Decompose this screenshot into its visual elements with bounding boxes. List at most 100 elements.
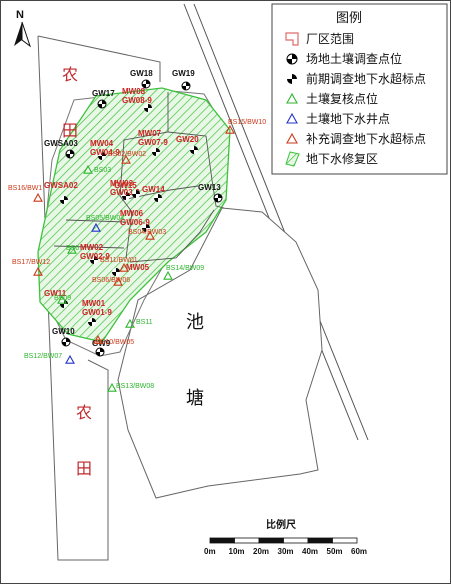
prior-point-mw05 bbox=[112, 268, 120, 276]
well-point-bs12-bw07 bbox=[65, 354, 75, 364]
scale-segment bbox=[209, 537, 235, 544]
supplementary-point-label: BS17/BW12 bbox=[12, 259, 50, 266]
soil-recheck-point-bs03 bbox=[83, 164, 93, 174]
farmland-top-label-1: 农 bbox=[62, 65, 78, 84]
prior-point-label: MW08 bbox=[122, 87, 146, 96]
supplementary-groundwater-exceed-icon bbox=[286, 132, 298, 144]
legend-item: 地下水修复区 bbox=[285, 151, 378, 167]
soil-recheck-point-label: BS0 bbox=[66, 245, 79, 252]
legend-item: 补充调查地下水超标点 bbox=[286, 131, 426, 146]
soil-point-gw18 bbox=[141, 79, 151, 89]
supplementary-point-bs16-bw1 bbox=[33, 192, 43, 202]
legend-item: 场地土壤调查点位 bbox=[286, 51, 402, 66]
soil-survey-point-icon bbox=[286, 53, 298, 65]
legend-item-label: 厂区范围 bbox=[306, 32, 354, 46]
supplementary-point-label: BS06/BW06 bbox=[92, 277, 130, 284]
scale-title: 比例尺 bbox=[266, 518, 296, 531]
scale-tick-label: 10m bbox=[229, 547, 245, 556]
scale-tick-label: 60m bbox=[351, 547, 367, 556]
pond-label-2: 塘 bbox=[186, 388, 204, 409]
prior-point-sublabel: GW08-9 bbox=[122, 96, 152, 105]
prior-point-label: MW07 bbox=[138, 129, 162, 138]
prior-point-label: MW05 bbox=[126, 263, 150, 272]
scale-tick-label: 30m bbox=[278, 547, 294, 556]
groundwater-remediation-area-icon bbox=[285, 151, 300, 167]
legend-item: 土壤地下水井点 bbox=[286, 111, 390, 126]
farmland-bottom-label-1: 农 bbox=[76, 403, 92, 422]
prior-point-mw06 bbox=[142, 224, 150, 232]
farmland-boundary bbox=[37, 35, 161, 82]
scale-tick-label: 50m bbox=[327, 547, 343, 556]
prior-point-sublabel: GW01-9 bbox=[82, 308, 112, 317]
supplementary-point-label: BS10/BW05 bbox=[96, 339, 134, 346]
soil-point-gw17 bbox=[97, 99, 107, 109]
remediation-area bbox=[37, 87, 231, 343]
legend: 图例 厂区范围场地土壤调查点位前期调查地下水超标点土壤复核点位土壤地下水井点补充… bbox=[271, 3, 448, 175]
supplementary-point-label: BS04/BW03 bbox=[128, 229, 166, 236]
prior-point-label: MW04 bbox=[90, 139, 114, 148]
soil-recheck-point-label: BS13/BW08 bbox=[116, 383, 154, 390]
soil-point-label: GW17 bbox=[92, 89, 115, 98]
soil-point-label: GW19 bbox=[172, 69, 195, 78]
supplementary-point-bs06-bw06 bbox=[113, 276, 123, 286]
prior-point-label: MW01 bbox=[82, 299, 106, 308]
supplementary-point-bs15-bw10 bbox=[225, 124, 235, 134]
farmland-top-label-2: 田 bbox=[62, 121, 78, 140]
prior-point-mw04 bbox=[98, 152, 106, 160]
scale-segment bbox=[258, 537, 284, 544]
soil-point-gwsa03 bbox=[65, 149, 75, 159]
prior-point-sublabel: GW02-9 bbox=[80, 252, 110, 261]
farmland-bottom-label-2: 田 bbox=[76, 459, 92, 478]
prior-point-sublabel: GW04-9 bbox=[90, 148, 120, 157]
prior-point-gw11 bbox=[60, 300, 68, 308]
well-point-bs05-bw04 bbox=[91, 222, 101, 232]
pond-label-1: 池 bbox=[186, 312, 204, 333]
prior-point-label: GW11 bbox=[44, 289, 67, 298]
prior-point-mw07 bbox=[152, 148, 160, 156]
supplementary-point-label: BS11/BW01 bbox=[100, 257, 138, 264]
legend-item-label: 补充调查地下水超标点 bbox=[306, 131, 426, 146]
legend-item-label: 土壤复核点位 bbox=[306, 91, 378, 106]
legend-item: 厂区范围 bbox=[285, 32, 354, 46]
well-point-label: BS05/BW04 bbox=[86, 215, 124, 222]
soil-recheck-point-bs13-bw08 bbox=[107, 382, 117, 392]
soil-groundwater-well-icon bbox=[286, 112, 298, 124]
supplementary-point-bs17-bw12 bbox=[33, 266, 43, 276]
supplementary-point-bs10-bw05 bbox=[93, 334, 103, 344]
prior-point-mw02 bbox=[90, 256, 98, 264]
prior-point-label: MW03 bbox=[110, 179, 134, 188]
plant-boundary-icon bbox=[285, 32, 299, 46]
prior-point-label: GW20 bbox=[176, 135, 199, 144]
soil-recheck-point-icon bbox=[286, 92, 298, 104]
soil-point-gw10 bbox=[61, 337, 71, 347]
soil-recheck-point-label: BS11 bbox=[136, 319, 153, 326]
legend-title: 图例 bbox=[336, 11, 362, 26]
legend-item: 土壤复核点位 bbox=[286, 91, 378, 106]
soil-recheck-point-bs14-bw09 bbox=[163, 270, 173, 280]
prior-point-mw01 bbox=[88, 318, 96, 326]
building-lines bbox=[53, 92, 225, 263]
soil-point-gw13 bbox=[213, 193, 223, 203]
legend-item-label: 地下水修复区 bbox=[306, 151, 378, 166]
scale-tick-label: 20m bbox=[253, 547, 269, 556]
prior-point-gw15 bbox=[132, 190, 140, 198]
soil-recheck-point-bs11 bbox=[125, 318, 135, 328]
prior-point-mw03 bbox=[122, 192, 130, 200]
prior-point-sublabel: GW03-9 bbox=[110, 188, 140, 197]
legend-item-label: 前期调查地下水超标点 bbox=[306, 71, 426, 86]
soil-recheck-point-bs09 bbox=[57, 294, 67, 304]
well-point-label: BS12/BW07 bbox=[24, 353, 62, 360]
soil-point-label: GW10 bbox=[52, 327, 75, 336]
north-label: N bbox=[16, 9, 24, 21]
legend-item-label: 土壤地下水井点 bbox=[306, 111, 390, 126]
prior-point-gw20 bbox=[190, 146, 198, 154]
soil-point-gw19 bbox=[181, 81, 191, 91]
supplementary-point-label: BS02/BW02 bbox=[108, 151, 146, 158]
prior-point-label: GW15 bbox=[114, 181, 137, 190]
supplementary-point-bs02-bw02 bbox=[121, 154, 131, 164]
legend-item: 前期调查地下水超标点 bbox=[287, 71, 426, 86]
prior-groundwater-exceed-icon bbox=[287, 74, 297, 84]
